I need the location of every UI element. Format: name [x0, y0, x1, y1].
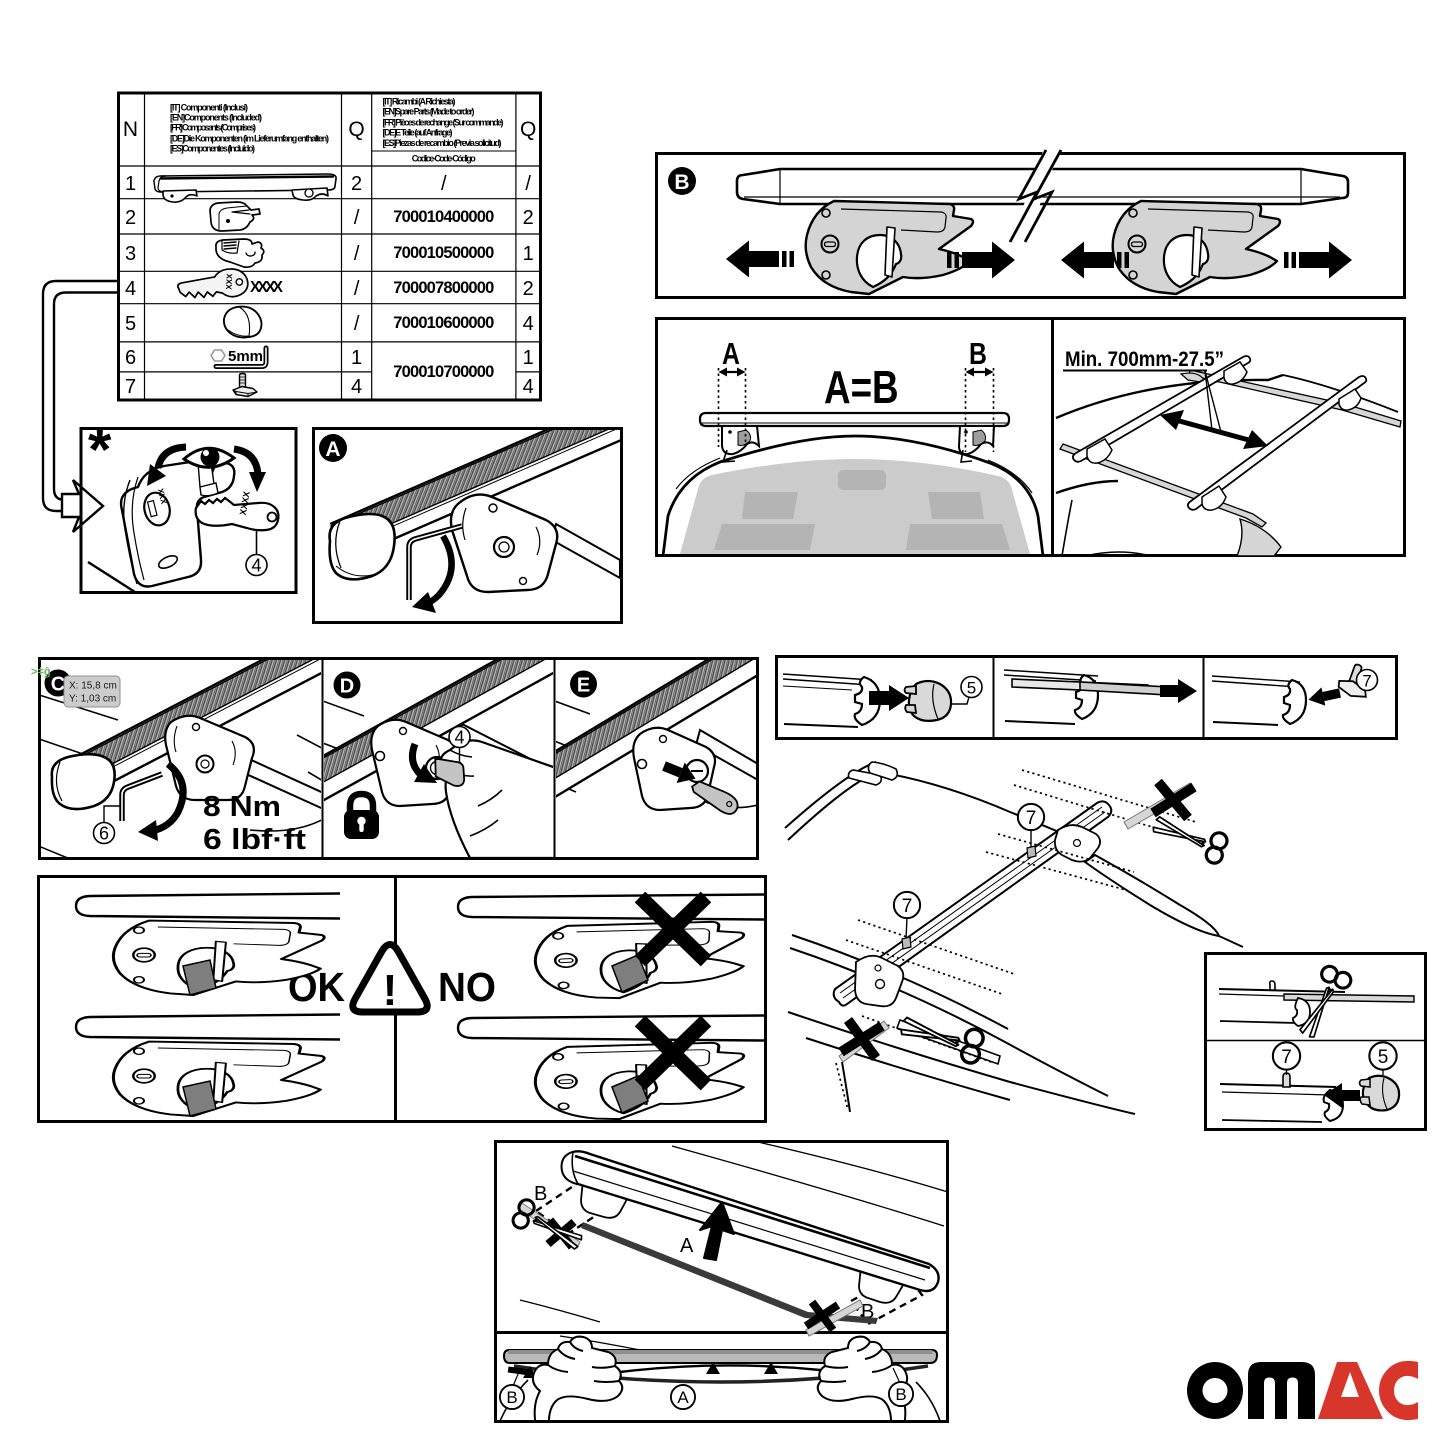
svg-text:[IT] Componenti (Inclusi): [IT] Componenti (Inclusi)	[170, 103, 248, 113]
svg-text:1: 1	[351, 347, 362, 369]
svg-text:Min. 700mm-27.5”: Min. 700mm-27.5”	[1065, 348, 1224, 371]
svg-text:4: 4	[454, 728, 464, 748]
svg-text:B: B	[895, 1385, 906, 1404]
svg-text:1: 1	[523, 243, 534, 265]
svg-text:7: 7	[1362, 672, 1371, 691]
svg-text:A: A	[680, 1235, 694, 1257]
svg-text:E: E	[577, 675, 590, 697]
svg-text:>ǂĝ: >ǂĝ	[31, 666, 51, 678]
svg-text:Q: Q	[348, 118, 364, 141]
svg-text:B: B	[674, 171, 689, 194]
svg-text:7: 7	[902, 896, 913, 917]
svg-text:X: 15,8 cm: X: 15,8 cm	[69, 681, 117, 692]
svg-text:700010400000: 700010400000	[393, 208, 494, 226]
svg-text:A: A	[325, 438, 340, 461]
svg-text:1: 1	[523, 347, 534, 369]
svg-text:[DE]E Teile (auf Anfrage): [DE]E Teile (auf Anfrage)	[383, 127, 453, 137]
svg-text:700007800000: 700007800000	[393, 279, 494, 297]
svg-text:N: N	[123, 118, 138, 141]
svg-text:[ES]Piezas de recambio (Previa: [ES]Piezas de recambio (Previa solicitud…	[383, 138, 502, 148]
svg-text:/: /	[525, 173, 531, 195]
svg-text:A: A	[722, 336, 740, 370]
svg-text:A=B: A=B	[824, 361, 899, 413]
svg-text:XXXX: XXXX	[250, 279, 284, 296]
svg-text:5: 5	[1378, 1047, 1389, 1068]
svg-text:/: /	[354, 243, 360, 265]
svg-text:6 lbf·ft: 6 lbf·ft	[203, 824, 306, 856]
svg-text:7: 7	[125, 376, 136, 398]
svg-text:7: 7	[1281, 1047, 1292, 1068]
svg-text:[EN]Spare Parts (Made to order: [EN]Spare Parts (Made to order)	[383, 107, 475, 117]
svg-text:[DE]Die Komponenten (im Liefer: [DE]Die Komponenten (im Lieferumfang ent…	[170, 134, 329, 144]
svg-text:[FR] Composants (Comprises): [FR] Composants (Comprises)	[170, 123, 256, 133]
svg-text:NO: NO	[438, 964, 496, 1010]
svg-text:8 Nm: 8 Nm	[203, 791, 281, 823]
svg-text:6: 6	[99, 824, 109, 844]
svg-text:5: 5	[125, 313, 136, 335]
svg-text:B: B	[506, 1388, 517, 1407]
svg-text:4: 4	[523, 313, 534, 335]
svg-text:4: 4	[125, 278, 136, 300]
svg-text:6: 6	[125, 347, 136, 369]
svg-text:/: /	[441, 173, 447, 195]
svg-text:2: 2	[351, 173, 362, 195]
svg-text:Y: 1,03 cm: Y: 1,03 cm	[69, 694, 116, 705]
svg-text:/: /	[354, 313, 360, 335]
svg-text:Q: Q	[520, 118, 536, 141]
svg-text:B: B	[969, 336, 987, 370]
svg-text:XXX: XXX	[156, 487, 169, 505]
svg-text:[FR] Pièces de rechange (Sur c: [FR] Pièces de rechange (Sur commande)	[383, 117, 504, 127]
svg-text:4: 4	[251, 556, 261, 576]
svg-text:[EN]Components (Included): [EN]Components (Included)	[170, 113, 262, 123]
svg-text:!: !	[383, 966, 398, 1015]
svg-text:2: 2	[523, 207, 534, 229]
svg-text:Codice-Code-Código: Codice-Code-Código	[412, 154, 477, 164]
svg-text:B: B	[534, 1183, 547, 1205]
svg-text:/: /	[354, 207, 360, 229]
svg-text:4: 4	[351, 376, 362, 398]
svg-text:/: /	[354, 278, 360, 300]
svg-text:700010500000: 700010500000	[393, 244, 494, 262]
svg-text:D: D	[340, 676, 354, 698]
svg-text:[ES]Componentes (Incluido): [ES]Componentes (Incluido)	[170, 143, 255, 153]
svg-text:2: 2	[125, 207, 136, 229]
svg-text:XXX: XXX	[224, 273, 234, 290]
svg-text:5: 5	[967, 679, 976, 698]
svg-text:4: 4	[523, 376, 534, 398]
svg-text:*: *	[88, 416, 112, 483]
svg-text:7: 7	[1026, 808, 1037, 829]
svg-text:3: 3	[125, 243, 136, 265]
svg-text:A: A	[677, 1388, 689, 1407]
svg-text:XXXX: XXXX	[238, 491, 252, 516]
svg-text:700010700000: 700010700000	[393, 363, 494, 381]
svg-text:[IT] Ricambi (A Richiesta): [IT] Ricambi (A Richiesta)	[383, 97, 456, 107]
svg-text:700010600000: 700010600000	[393, 314, 494, 332]
svg-text:1: 1	[125, 173, 136, 195]
svg-text:C: C	[51, 674, 65, 696]
svg-text:2: 2	[523, 278, 534, 300]
svg-text:5mm: 5mm	[228, 348, 263, 365]
